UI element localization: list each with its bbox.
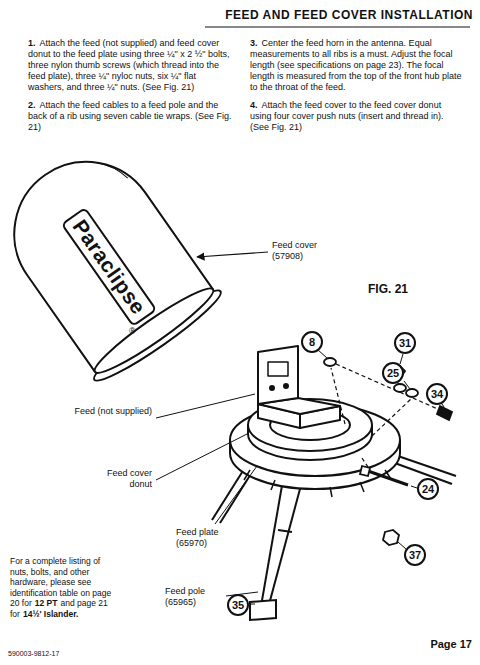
callout-number: 35: [232, 599, 244, 611]
hardware: [324, 358, 452, 545]
header-rule: [205, 27, 470, 28]
step-paragraph: 2.Attach the feed cables to a feed pole …: [28, 100, 233, 133]
step-number: 2.: [28, 100, 36, 110]
callout-number: 24: [422, 483, 434, 495]
feed-cover-donut: [248, 399, 372, 460]
callout-circle: 37: [404, 544, 426, 566]
paragraph-text: Center the feed horn in the antenna. Equ…: [250, 38, 462, 92]
paragraph-text: .: [76, 609, 78, 619]
feed-cover: [0, 131, 227, 389]
step-paragraph: 1.Attach the feed (not supplied) and fee…: [28, 38, 233, 93]
callout-number: 31: [399, 337, 411, 349]
paragraph-text: Attach the feed cables to a feed pole an…: [28, 100, 232, 132]
callout-circle: 35: [227, 594, 249, 616]
callout-circle: 31: [394, 332, 416, 354]
part-label: Feed cover donut: [86, 468, 152, 490]
callout-number: 34: [431, 388, 443, 400]
leader-line: [156, 394, 258, 596]
callout-number: 8: [309, 336, 315, 348]
step-paragraph: 4.Attach the feed cover to the feed cove…: [250, 100, 465, 133]
document-number: 590003-9812-17: [8, 650, 128, 658]
step-number: 4.: [250, 100, 258, 110]
part-label: Feed plate (65970): [176, 527, 236, 549]
callout-leader: [249, 350, 444, 604]
callout-number: 25: [387, 367, 399, 379]
page-title: FEED AND FEED COVER INSTALLATION: [205, 8, 473, 22]
step-number: 1.: [28, 38, 36, 48]
feed: [258, 346, 340, 428]
callout-number: 37: [409, 549, 421, 561]
paragraph-text: 12 PT: [35, 598, 58, 608]
trademark: ®: [129, 326, 143, 337]
callout-circle: 25: [382, 362, 404, 384]
paragraph-text: Attach the feed (not supplied) and feed …: [28, 38, 230, 92]
leader-line: [197, 252, 268, 257]
note-paragraph: For a complete listing of nuts, bolts, a…: [10, 556, 118, 619]
callout-circle: 8: [301, 331, 323, 353]
callout-circle: 34: [426, 383, 448, 405]
page-number: Page 17: [400, 638, 472, 651]
callout-circle: 24: [417, 478, 439, 500]
part-label: Feed (not supplied): [70, 406, 152, 417]
step-number: 3.: [250, 38, 258, 48]
part-label: Feed cover (57908): [272, 240, 344, 262]
paragraph-text: Attach the feed cover to the feed cover …: [250, 100, 444, 132]
paragraph-text: 14½' Islander: [23, 609, 76, 619]
part-label: Feed pole (65965): [165, 586, 225, 608]
step-paragraph: 3.Center the feed horn in the antenna. E…: [250, 38, 465, 93]
figure-number: FIG. 21: [368, 282, 458, 296]
